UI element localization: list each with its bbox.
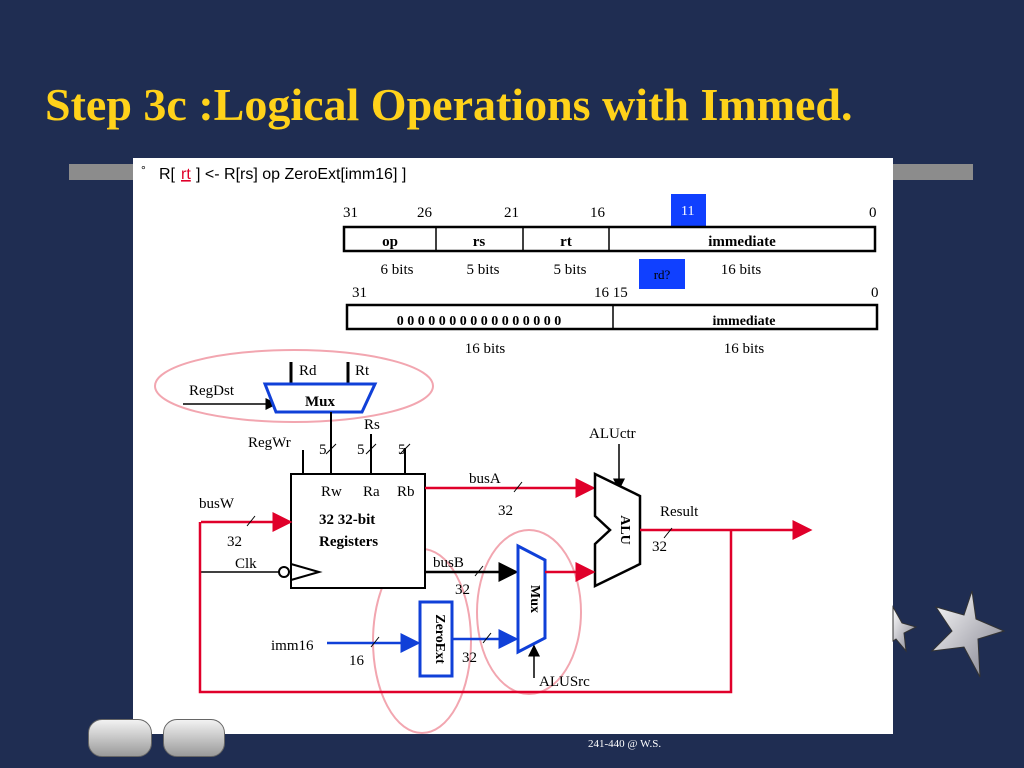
label-busw: busW [199, 496, 235, 512]
label-result: Result [660, 504, 699, 520]
slide-title: Step 3c :Logical Operations with Immed. [45, 79, 853, 130]
ext-width-high: 16 bits [465, 341, 506, 357]
ext-format-box [345, 303, 879, 331]
bit-label-21: 21 [504, 205, 519, 221]
label-alu: ALU [617, 515, 632, 545]
ellipse-regdst-mux [154, 349, 434, 423]
stars-decoration [892, 590, 1006, 678]
label-busb: busB [433, 555, 464, 571]
formula-prefix: R[ [159, 166, 176, 183]
label-clk: Clk [235, 556, 257, 572]
port-ra: Ra [363, 484, 380, 500]
bit-label-0: 0 [869, 205, 877, 221]
label-mux-right: Mux [527, 585, 542, 613]
label-rt: Rt [355, 363, 370, 379]
field-rs: rs [473, 234, 486, 250]
ext-width-low: 16 bits [724, 341, 765, 357]
label-width-rb: 5 [398, 442, 406, 458]
ext-bit-0: 0 [871, 285, 879, 301]
label-alusrc: ALUSrc [539, 674, 590, 690]
clock-triangle [290, 562, 323, 582]
formula-suffix: ] <- R[rs] op ZeroExt[imm16] ] [196, 166, 406, 183]
label-rs: Rs [364, 417, 380, 433]
ext-zero-field: 0 0 0 0 0 0 0 0 0 0 0 0 0 0 0 0 [397, 314, 562, 329]
label-imm16-width: 16 [349, 653, 365, 669]
star-large-icon [930, 590, 1006, 678]
label-result-width: 32 [652, 539, 667, 555]
regfile-line1: 32 32-bit [319, 512, 375, 528]
label-busw-width: 32 [227, 534, 242, 550]
ext-immediate-field: immediate [713, 314, 776, 329]
star-small-icon [892, 605, 918, 653]
width-rt: 5 bits [554, 262, 587, 278]
label-regwr: RegWr [248, 435, 291, 451]
right-decor-band [892, 164, 973, 180]
width-rs: 5 bits [467, 262, 500, 278]
writeback-loop [198, 522, 733, 694]
formula-rt: rt [181, 166, 191, 183]
field-rt: rt [560, 234, 572, 250]
left-decor-band [69, 164, 135, 180]
label-zeroext-width: 32 [462, 650, 477, 666]
label-rd: Rd [299, 363, 317, 379]
label-mux-top: Mux [305, 394, 336, 410]
label-imm16: imm16 [271, 638, 314, 654]
rd-tag-box [639, 259, 685, 289]
label-regdst: RegDst [189, 383, 235, 399]
bit-label-16: 16 [590, 205, 606, 221]
bit-label-26: 26 [417, 205, 433, 221]
previous-slide-button[interactable] [88, 719, 152, 757]
field-op: op [382, 234, 398, 250]
next-slide-button[interactable] [163, 719, 225, 757]
ext-bit-31: 31 [352, 285, 367, 301]
bit-label-31: 31 [343, 205, 358, 221]
alusrc-mux [516, 543, 547, 655]
bit-11-highlight [671, 194, 706, 226]
field-immediate: immediate [708, 234, 776, 250]
port-rw: Rw [321, 484, 342, 500]
ellipse-alusrc-mux [476, 529, 582, 695]
clock-bubble [278, 566, 290, 578]
port-rb: Rb [397, 484, 415, 500]
label-width-rw: 5 [319, 442, 327, 458]
label-width-ra: 5 [357, 442, 365, 458]
regfile-line2: Registers [319, 534, 378, 550]
regdst-mux [262, 382, 378, 414]
label-zeroext: ZeroExt [432, 614, 447, 664]
ext-bit-16-15: 16 15 [594, 285, 628, 301]
label-busa: busA [469, 471, 501, 487]
width-op: 6 bits [381, 262, 414, 278]
rd-tag: rd? [654, 267, 671, 282]
slide-footer: 241-440 @ W.S. [588, 738, 662, 750]
label-busb-width: 32 [455, 582, 470, 598]
label-aluctr: ALUctr [589, 426, 636, 442]
bit-label-11: 11 [681, 204, 694, 219]
diagram-panel: ° R[ rt ] <- R[rs] op ZeroExt[imm16] ] 3… [133, 158, 893, 734]
zeroext-unit [418, 600, 454, 678]
label-busa-width: 32 [498, 503, 513, 519]
width-immediate: 16 bits [721, 262, 762, 278]
datapath-diagram: ° R[ rt ] <- R[rs] op ZeroExt[imm16] ] 3… [141, 163, 879, 734]
formula-bullet: ° [141, 163, 146, 177]
